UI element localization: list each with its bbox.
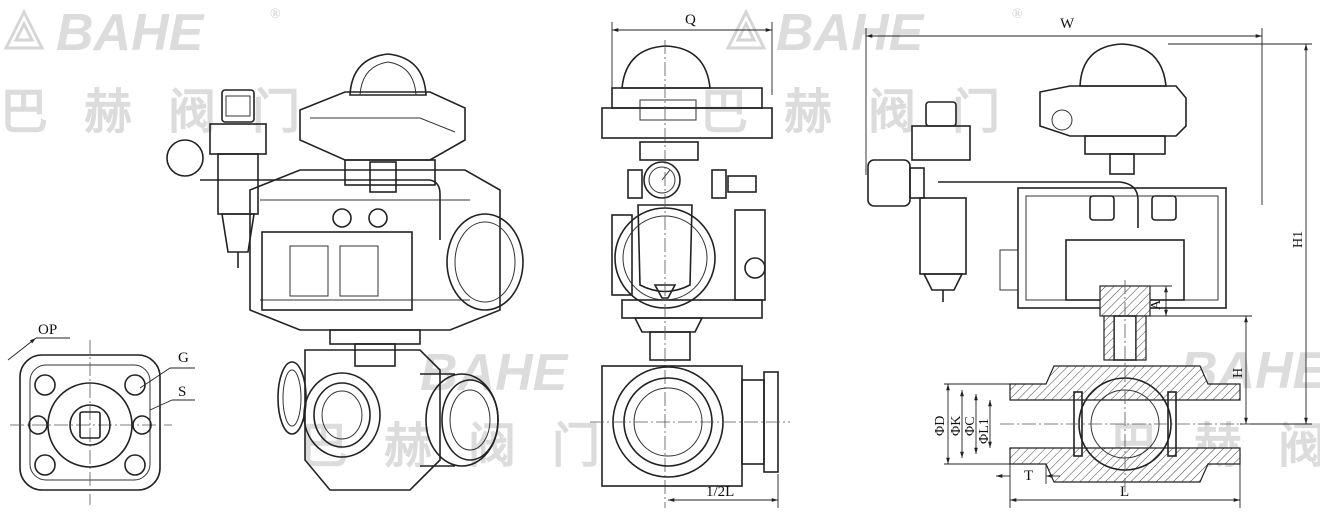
- watermark-bottom-right: BAHE 巴赫阀门: [1110, 342, 1320, 474]
- watermark-cjk: 巴赫阀门: [700, 84, 1036, 140]
- dim-label-t: T: [1024, 468, 1033, 484]
- dim-label-h1: H1: [1291, 231, 1306, 248]
- dim-label-l1: ΦL1: [977, 418, 992, 444]
- watermark-brand: BAHE: [56, 4, 205, 62]
- dim-label-g: G: [178, 350, 189, 366]
- dim-label-s: S: [178, 384, 186, 400]
- dim-label-c: ΦC: [963, 416, 978, 436]
- dim-label-half-l: 1/2L: [706, 484, 734, 500]
- dim-label-h: H: [1231, 368, 1246, 378]
- watermark-bottom-middle: BAHE 巴赫阀门: [300, 344, 600, 474]
- watermark-brand: BAHE: [420, 344, 569, 402]
- dim-label-l: L: [1120, 484, 1129, 500]
- watermark-brand: BAHE: [776, 4, 925, 62]
- watermark-registered: ®: [1012, 7, 1023, 22]
- dim-label-a: A: [1149, 299, 1164, 310]
- dim-label-w: W: [1060, 16, 1075, 32]
- watermark-top-left: BAHE ® 巴赫阀门: [0, 4, 336, 140]
- dim-label-k: ΦK: [949, 416, 964, 436]
- watermark-registered: ®: [270, 7, 281, 22]
- watermark-group: BAHE ® 巴赫阀门 BAHE ® 巴赫阀门 BAHE 巴赫阀门 BAHE 巴…: [0, 4, 1320, 474]
- front-section-view: W H1 A: [865, 16, 1312, 508]
- isometric-valve-view: [166, 53, 524, 491]
- side-elevation-view: Q 1/2L: [590, 12, 790, 508]
- flange-top-view: OP G S: [7, 322, 195, 505]
- dim-label-d: ΦD: [933, 416, 948, 436]
- watermark-top-right: BAHE ® 巴赫阀门: [700, 4, 1036, 140]
- dim-label-q: Q: [685, 12, 696, 28]
- watermark-cjk: 巴赫阀门: [0, 84, 336, 140]
- dim-label-op: OP: [38, 322, 57, 338]
